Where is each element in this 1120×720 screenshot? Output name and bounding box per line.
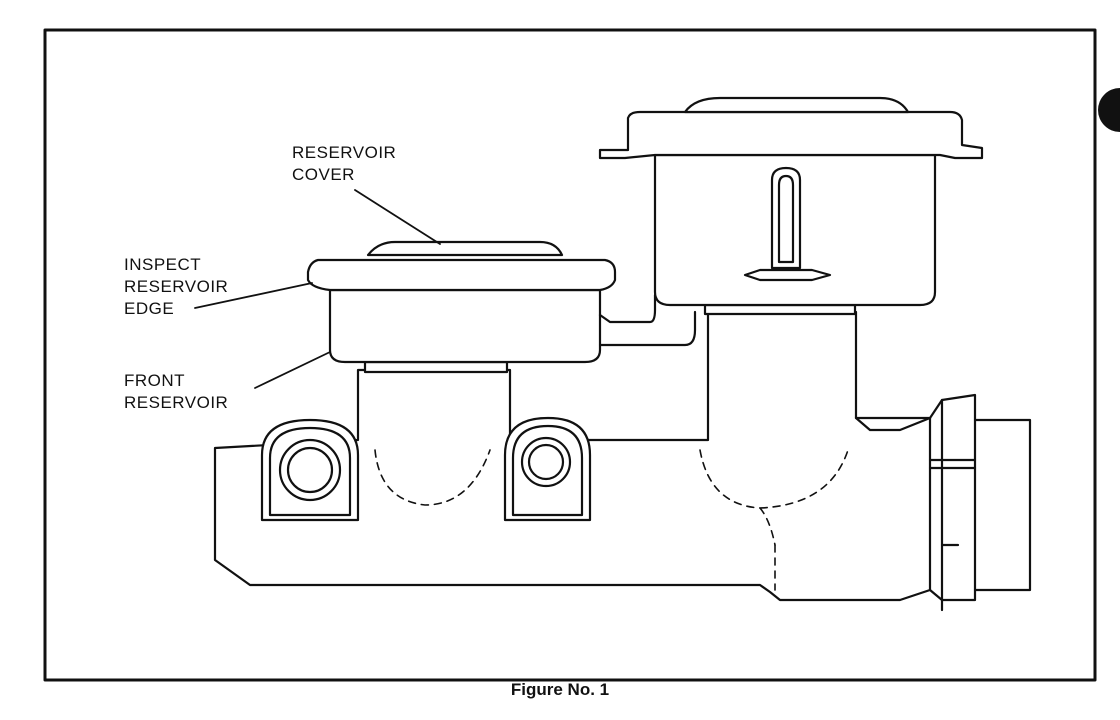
reservoir-passage — [598, 293, 657, 324]
edge-mark — [1098, 88, 1120, 132]
figure-caption: Figure No. 1 — [510, 680, 610, 699]
leader-inspect-edge — [194, 282, 313, 309]
label-front-reservoir: FRONT RESERVOIR — [124, 370, 228, 414]
sight-slot — [743, 166, 832, 282]
bore-dashed — [759, 449, 849, 509]
flange-taper — [854, 416, 932, 432]
leader-front-reservoir — [254, 351, 331, 389]
outlet-port-right — [503, 416, 592, 522]
label-text: RESERVOIR — [124, 277, 229, 296]
label-text: INSPECT — [124, 255, 202, 274]
label-text: COVER — [292, 165, 355, 184]
label-text: RESERVOIR — [292, 143, 397, 162]
leader-reservoir-cover — [354, 189, 441, 245]
front-reservoir-cover — [306, 240, 617, 292]
rear-reservoir-neck — [703, 303, 857, 316]
label-reservoir-cover: RESERVOIR COVER — [292, 142, 396, 186]
rear-reservoir — [653, 153, 937, 307]
label-inspect-reservoir-edge: INSPECT RESERVOIR EDGE — [124, 254, 228, 320]
figure-frame — [43, 28, 1097, 682]
reservoir-passage — [598, 310, 697, 347]
outlet-port-left — [260, 418, 360, 522]
rear-reservoir-cover — [598, 96, 984, 160]
label-text: EDGE — [124, 299, 175, 318]
label-text: FRONT — [124, 371, 186, 390]
bore-dashed — [374, 449, 491, 506]
label-text: RESERVOIR — [124, 393, 229, 412]
front-reservoir — [328, 288, 602, 364]
front-reservoir-neck — [363, 360, 509, 374]
